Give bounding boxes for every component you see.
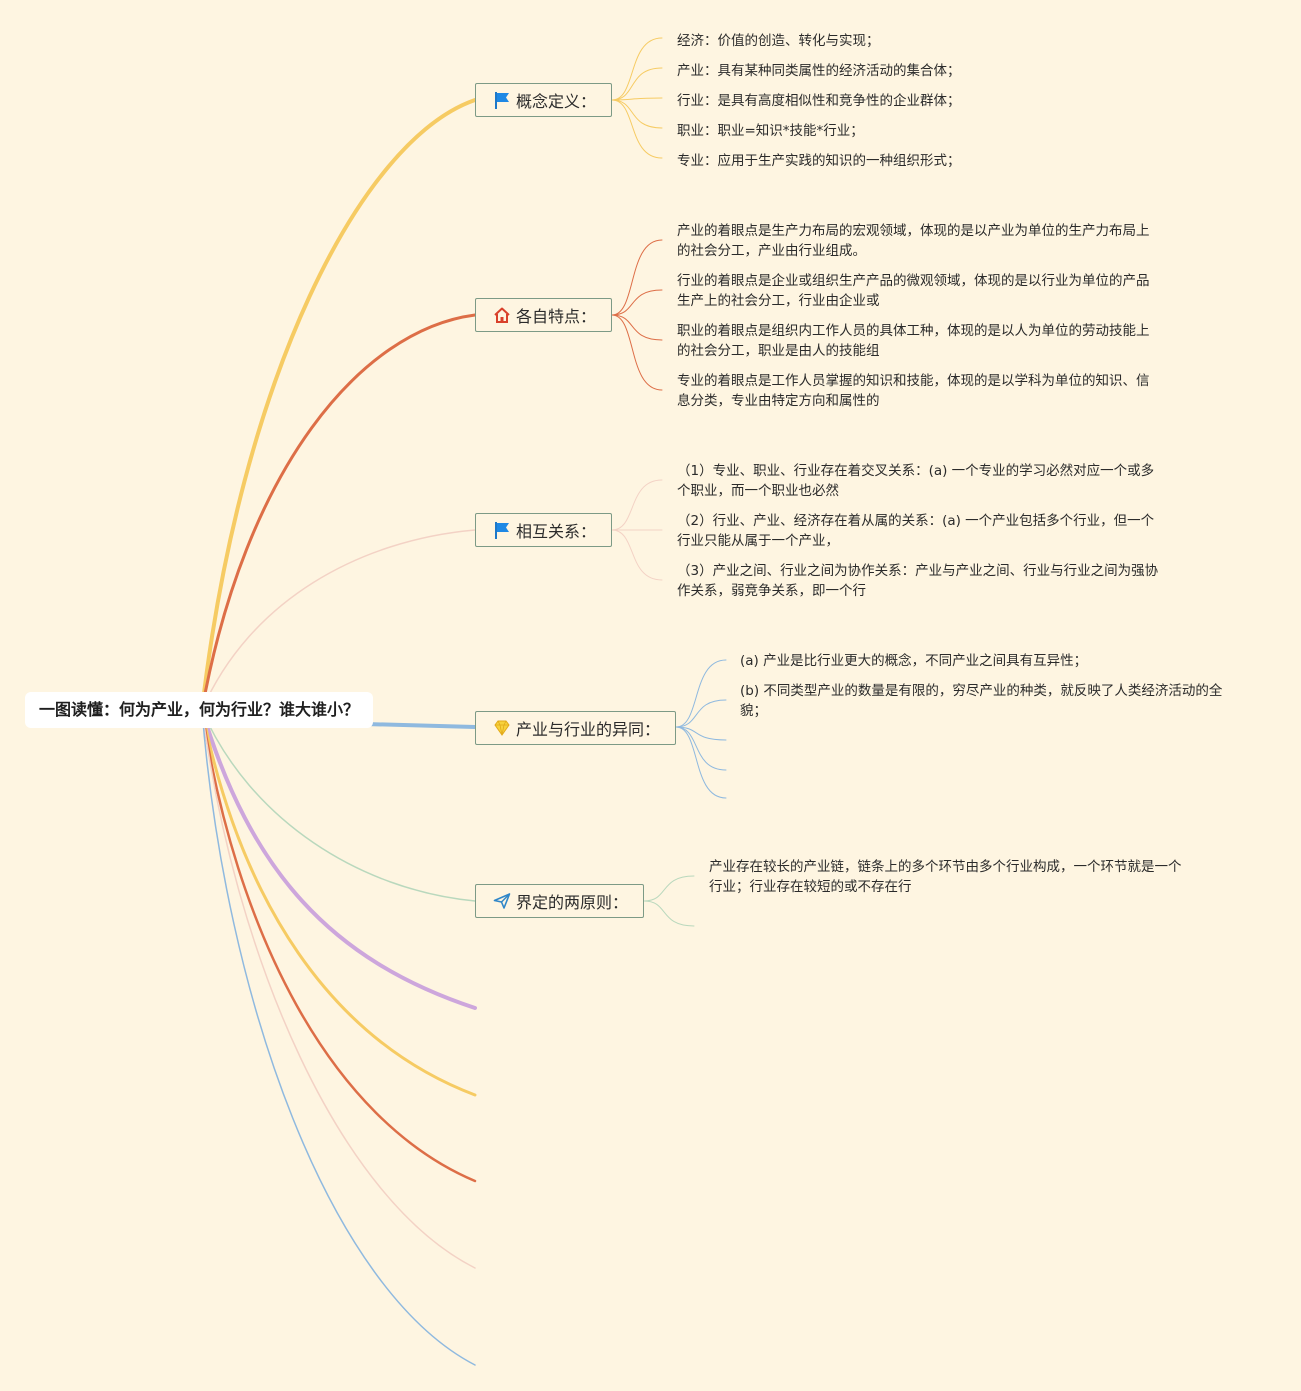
list-item[interactable]: （2）行业、产业、经济存在着从属的关系：(a) 一个产业包括多个行业，但一个 行… (677, 511, 1154, 551)
topic-label: 界定的两原则： (516, 893, 629, 912)
sub-branch-connector (611, 37, 663, 101)
list-item[interactable]: (a) 产业是比行业更大的概念，不同产业之间具有互异性； (740, 651, 1087, 671)
line: (a) 产业是比行业更大的概念，不同产业之间具有互异性； (740, 653, 1088, 669)
line: 貌； (740, 703, 767, 719)
list-item[interactable]: 职业：职业=知识*技能*行业； (677, 123, 864, 139)
sub-branch-connector (611, 67, 663, 101)
topic-label: 产业与行业的异同： (516, 720, 661, 739)
branch-connector (200, 708, 477, 1183)
line: 产业的着眼点是生产力布局的宏观领域，体现的是以产业为单位的生产力布局上 (677, 223, 1150, 239)
topic-two-principles[interactable]: 界定的两原则： (475, 884, 644, 918)
sub-branch-connector (611, 314, 663, 391)
list-item[interactable]: 专业的着眼点是工作人员掌握的知识和技能，体现的是以学科为单位的知识、信 息分类，… (677, 371, 1150, 411)
sub-branch-connector (675, 659, 727, 728)
branch-connector (200, 708, 477, 1097)
list-item[interactable]: 职业的着眼点是组织内工作人员的具体工种，体现的是以人为单位的劳动技能上 的社会分… (677, 321, 1150, 361)
root-topic[interactable]: 一图读懂：何为产业，何为行业？谁大谁小？ (25, 692, 373, 728)
branch-connector (201, 709, 476, 1366)
branch-connector (201, 709, 476, 902)
line: （2）行业、产业、经济存在着从属的关系：(a) 一个产业包括多个行业，但一个 (677, 513, 1155, 529)
branch-connector (363, 722, 477, 729)
branch-connector (201, 529, 476, 711)
list-item[interactable]: 产业：具有某种同类属性的经济活动的集合体； (677, 63, 961, 79)
sub-branch-connector (675, 699, 727, 728)
line: 行业的着眼点是企业或组织生产产品的微观领域，体现的是以行业为单位的产品 (677, 273, 1150, 289)
list-item[interactable]: 产业的着眼点是生产力布局的宏观领域，体现的是以产业为单位的生产力布局上 的社会分… (677, 221, 1150, 261)
sub-branch-connector (611, 239, 663, 316)
sub-branch-connector (643, 875, 695, 902)
topic-concept-definition[interactable]: 概念定义： (475, 83, 612, 117)
line: 产业存在较长的产业链，链条上的多个环节由多个行业构成，一个环节就是一个 (709, 859, 1182, 875)
list-item[interactable]: 经济：价值的创造、转化与实现； (677, 33, 880, 49)
topic-label: 相互关系： (516, 522, 597, 541)
sub-branch-connector (675, 726, 727, 799)
sub-branch-connector (611, 289, 663, 316)
line: 作关系，弱竞争关系，即一个行 (677, 583, 866, 599)
sub-branch-connector (675, 726, 727, 771)
line: 生产上的社会分工，行业由企业或 (677, 293, 880, 309)
sub-branch-connector (643, 900, 695, 927)
sub-branch-connector (611, 99, 663, 159)
sub-branch-connector (675, 726, 727, 741)
topic-similarities-differences[interactable]: 产业与行业的异同： (475, 711, 676, 745)
line: 行业；行业存在较短的或不存在行 (709, 879, 912, 895)
branch-connector (201, 709, 476, 1269)
line: （1）专业、职业、行业存在着交叉关系：(a) 一个专业的学习必然对应一个或多 (677, 463, 1155, 479)
list-item[interactable]: 行业：是具有高度相似性和竞争性的企业群体； (677, 93, 961, 109)
topic-relationships[interactable]: 相互关系： (475, 513, 612, 547)
blue-flag-icon (492, 520, 512, 540)
line: 息分类，专业由特定方向和属性的 (677, 393, 880, 409)
blue-flag-icon (492, 90, 512, 110)
sub-branch-connector (611, 479, 663, 531)
red-house-icon (492, 305, 512, 325)
line: 的社会分工，职业是由人的技能组 (677, 343, 880, 359)
branch-connector (200, 313, 477, 712)
sub-branch-connector (611, 314, 663, 341)
branch-connector (200, 98, 477, 712)
line: 行业只能从属于一个产业， (677, 533, 839, 549)
list-item[interactable]: 产业存在较长的产业链，链条上的多个环节由多个行业构成，一个环节就是一个 行业；行… (709, 857, 1182, 897)
yellow-diamond-icon (492, 718, 512, 738)
list-item[interactable]: 行业的着眼点是企业或组织生产产品的微观领域，体现的是以行业为单位的产品 生产上的… (677, 271, 1150, 311)
sub-branch-connector (611, 97, 663, 101)
branch-connector (200, 708, 477, 1010)
line: 的社会分工，产业由行业组成。 (677, 243, 866, 259)
list-item[interactable]: 专业：应用于生产实践的知识的一种组织形式； (677, 153, 961, 169)
list-item[interactable]: （1）专业、职业、行业存在着交叉关系：(a) 一个专业的学习必然对应一个或多 个… (677, 461, 1154, 501)
list-item[interactable]: (b) 不同类型产业的数量是有限的，穷尽产业的种类，就反映了人类经济活动的全 貌… (740, 681, 1222, 721)
paper-plane-icon (492, 891, 512, 911)
sub-branch-connector (611, 529, 663, 581)
sub-branch-connector (611, 99, 663, 129)
line: 职业的着眼点是组织内工作人员的具体工种，体现的是以人为单位的劳动技能上 (677, 323, 1150, 339)
line: (b) 不同类型产业的数量是有限的，穷尽产业的种类，就反映了人类经济活动的全 (740, 683, 1223, 699)
line: （3）产业之间、行业之间为协作关系：产业与产业之间、行业与行业之间为强协 (677, 563, 1159, 579)
topic-label: 各自特点： (516, 307, 597, 326)
line: 专业的着眼点是工作人员掌握的知识和技能，体现的是以学科为单位的知识、信 (677, 373, 1150, 389)
topic-label: 概念定义： (516, 92, 597, 111)
list-item[interactable]: （3）产业之间、行业之间为协作关系：产业与产业之间、行业与行业之间为强协 作关系… (677, 561, 1158, 601)
line: 个职业，而一个职业也必然 (677, 483, 839, 499)
topic-characteristics[interactable]: 各自特点： (475, 298, 612, 332)
